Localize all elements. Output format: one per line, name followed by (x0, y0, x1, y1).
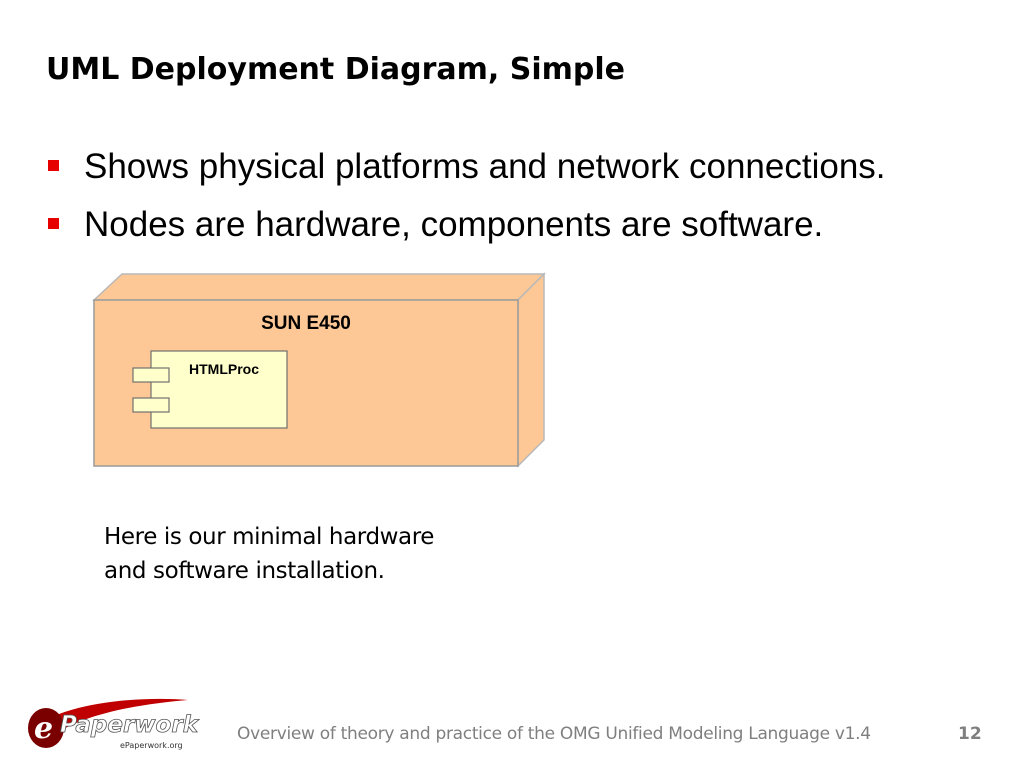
bullet-item: Shows physical platforms and network con… (46, 138, 886, 196)
square-bullet-icon (48, 218, 59, 229)
square-bullet-icon (48, 160, 59, 171)
page-number: 12 (958, 724, 982, 744)
caption-line: Here is our minimal hardware (104, 524, 435, 550)
component-label: HTMLProc (189, 361, 259, 377)
logo-wordmark: Paperwork (60, 712, 200, 738)
node-side-face (517, 272, 545, 468)
epaperwork-logo: e Paperwork ePaperwork.org (28, 698, 200, 750)
bullet-text: Shows physical platforms and network con… (84, 147, 886, 186)
slide-title: UML Deployment Diagram, Simple (46, 52, 625, 87)
component-port-icon (132, 367, 170, 383)
bullet-text: Nodes are hardware, components are softw… (84, 205, 824, 244)
logo-tagline: ePaperwork.org (120, 741, 183, 750)
component-port-icon (132, 397, 170, 413)
node-top-face (92, 273, 546, 301)
caption-line: and software installation. (104, 558, 385, 584)
component-htmlproc: HTMLProc (132, 350, 288, 429)
svg-text:e: e (34, 711, 53, 746)
footer-text: Overview of theory and practice of the O… (237, 724, 871, 744)
component-body (150, 350, 288, 429)
node-label: SUN E450 (261, 313, 351, 334)
bullet-list: Shows physical platforms and network con… (46, 138, 886, 254)
bullet-item: Nodes are hardware, components are softw… (46, 196, 886, 254)
diagram-caption: Here is our minimal hardware and softwar… (104, 520, 524, 588)
logo-e-icon (28, 708, 64, 748)
